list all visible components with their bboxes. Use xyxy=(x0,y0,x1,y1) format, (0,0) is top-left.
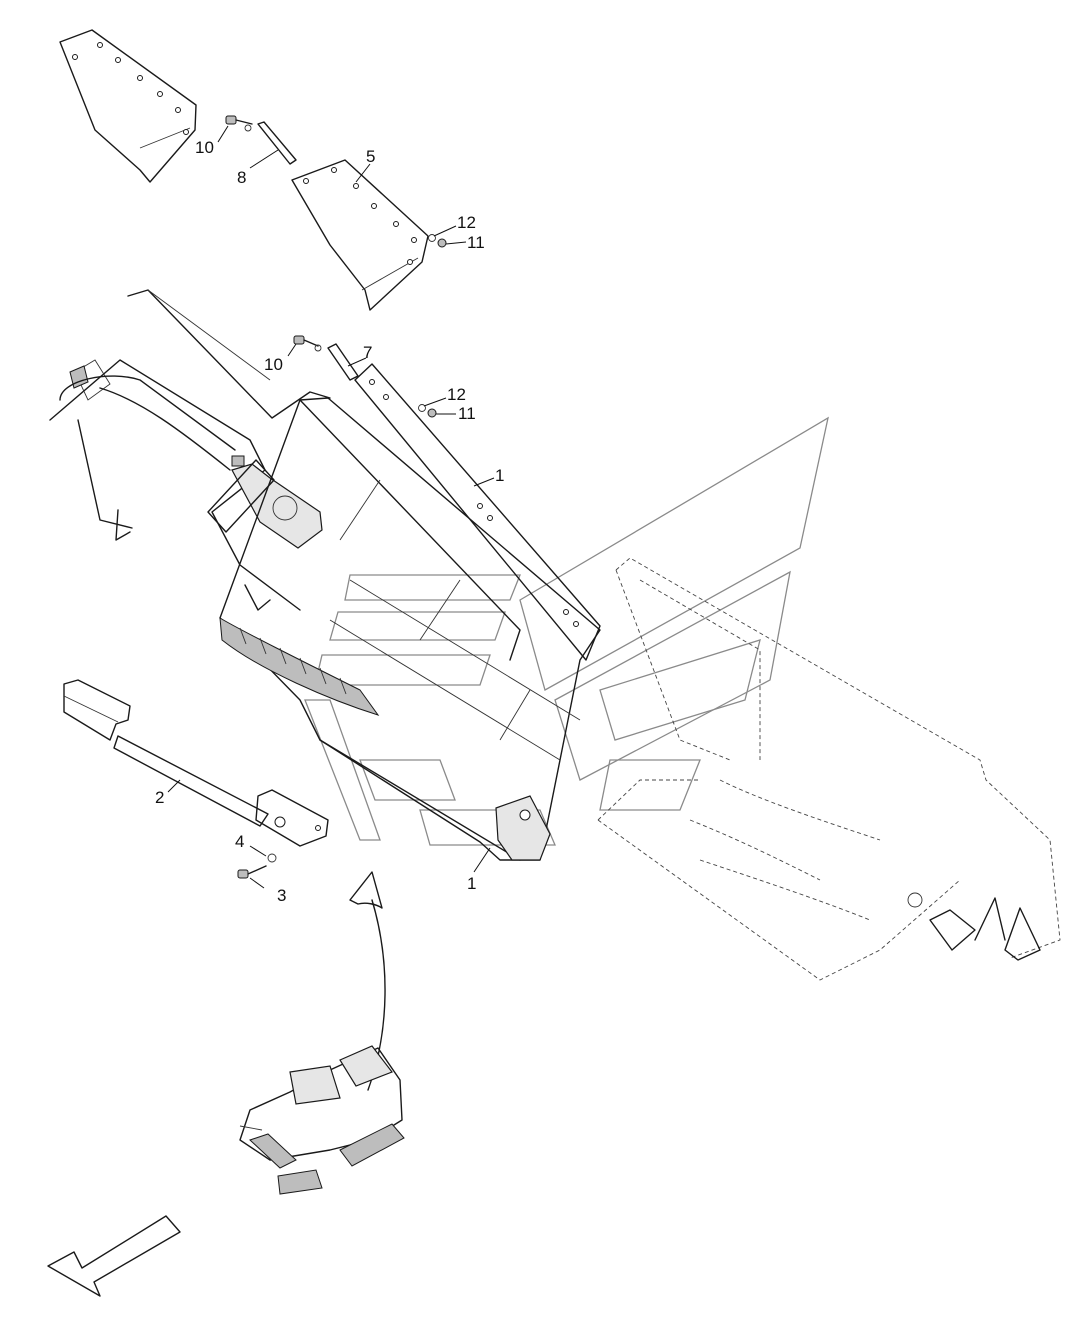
conveyor-trough xyxy=(597,557,1061,981)
callout-label: 2 xyxy=(155,788,164,807)
conveyor-assembly xyxy=(49,289,601,861)
callout-7: 7 xyxy=(347,343,372,367)
bolt-washer-3-4 xyxy=(237,853,277,879)
callout-11-mid: 11 xyxy=(436,404,476,423)
bolt-and-strip-mid xyxy=(293,335,437,418)
callout-12-top: 12 xyxy=(433,213,476,237)
callout-label: 3 xyxy=(277,886,286,905)
callout-10-top: 10 xyxy=(195,125,229,157)
callout-label: 4 xyxy=(235,832,244,851)
callout-label: 1 xyxy=(467,874,476,893)
milling-machine-icon xyxy=(239,1045,405,1195)
callout-4: 4 xyxy=(235,832,267,857)
wear-plate-5 xyxy=(291,159,447,311)
callout-label: 1 xyxy=(495,466,504,485)
callout-label: 5 xyxy=(366,147,375,166)
callout-label: 10 xyxy=(195,138,214,157)
bolt-and-strip-top xyxy=(225,115,297,165)
callout-2: 2 xyxy=(155,779,181,807)
callout-10-mid: 10 xyxy=(264,343,297,374)
callout-label: 8 xyxy=(237,168,246,187)
callout-1-top: 1 xyxy=(473,466,504,487)
callout-label: 7 xyxy=(363,343,372,362)
callout-label: 11 xyxy=(458,404,476,423)
callout-label: 11 xyxy=(467,233,485,252)
callout-8: 8 xyxy=(237,149,279,187)
callouts: 10 8 5 12 11 10 7 12 xyxy=(155,125,504,905)
wear-plate-left xyxy=(59,29,197,183)
callout-label: 12 xyxy=(447,385,466,404)
callout-label: 10 xyxy=(264,355,283,374)
callout-3: 3 xyxy=(249,877,286,905)
callout-11-top: 11 xyxy=(445,233,485,252)
callout-12-mid: 12 xyxy=(423,385,466,407)
callout-1-bottom: 1 xyxy=(467,847,491,893)
callout-5: 5 xyxy=(355,147,375,183)
callout-label: 12 xyxy=(457,213,476,232)
support-arm-2 xyxy=(63,679,329,847)
orientation-arrow xyxy=(47,1215,181,1297)
